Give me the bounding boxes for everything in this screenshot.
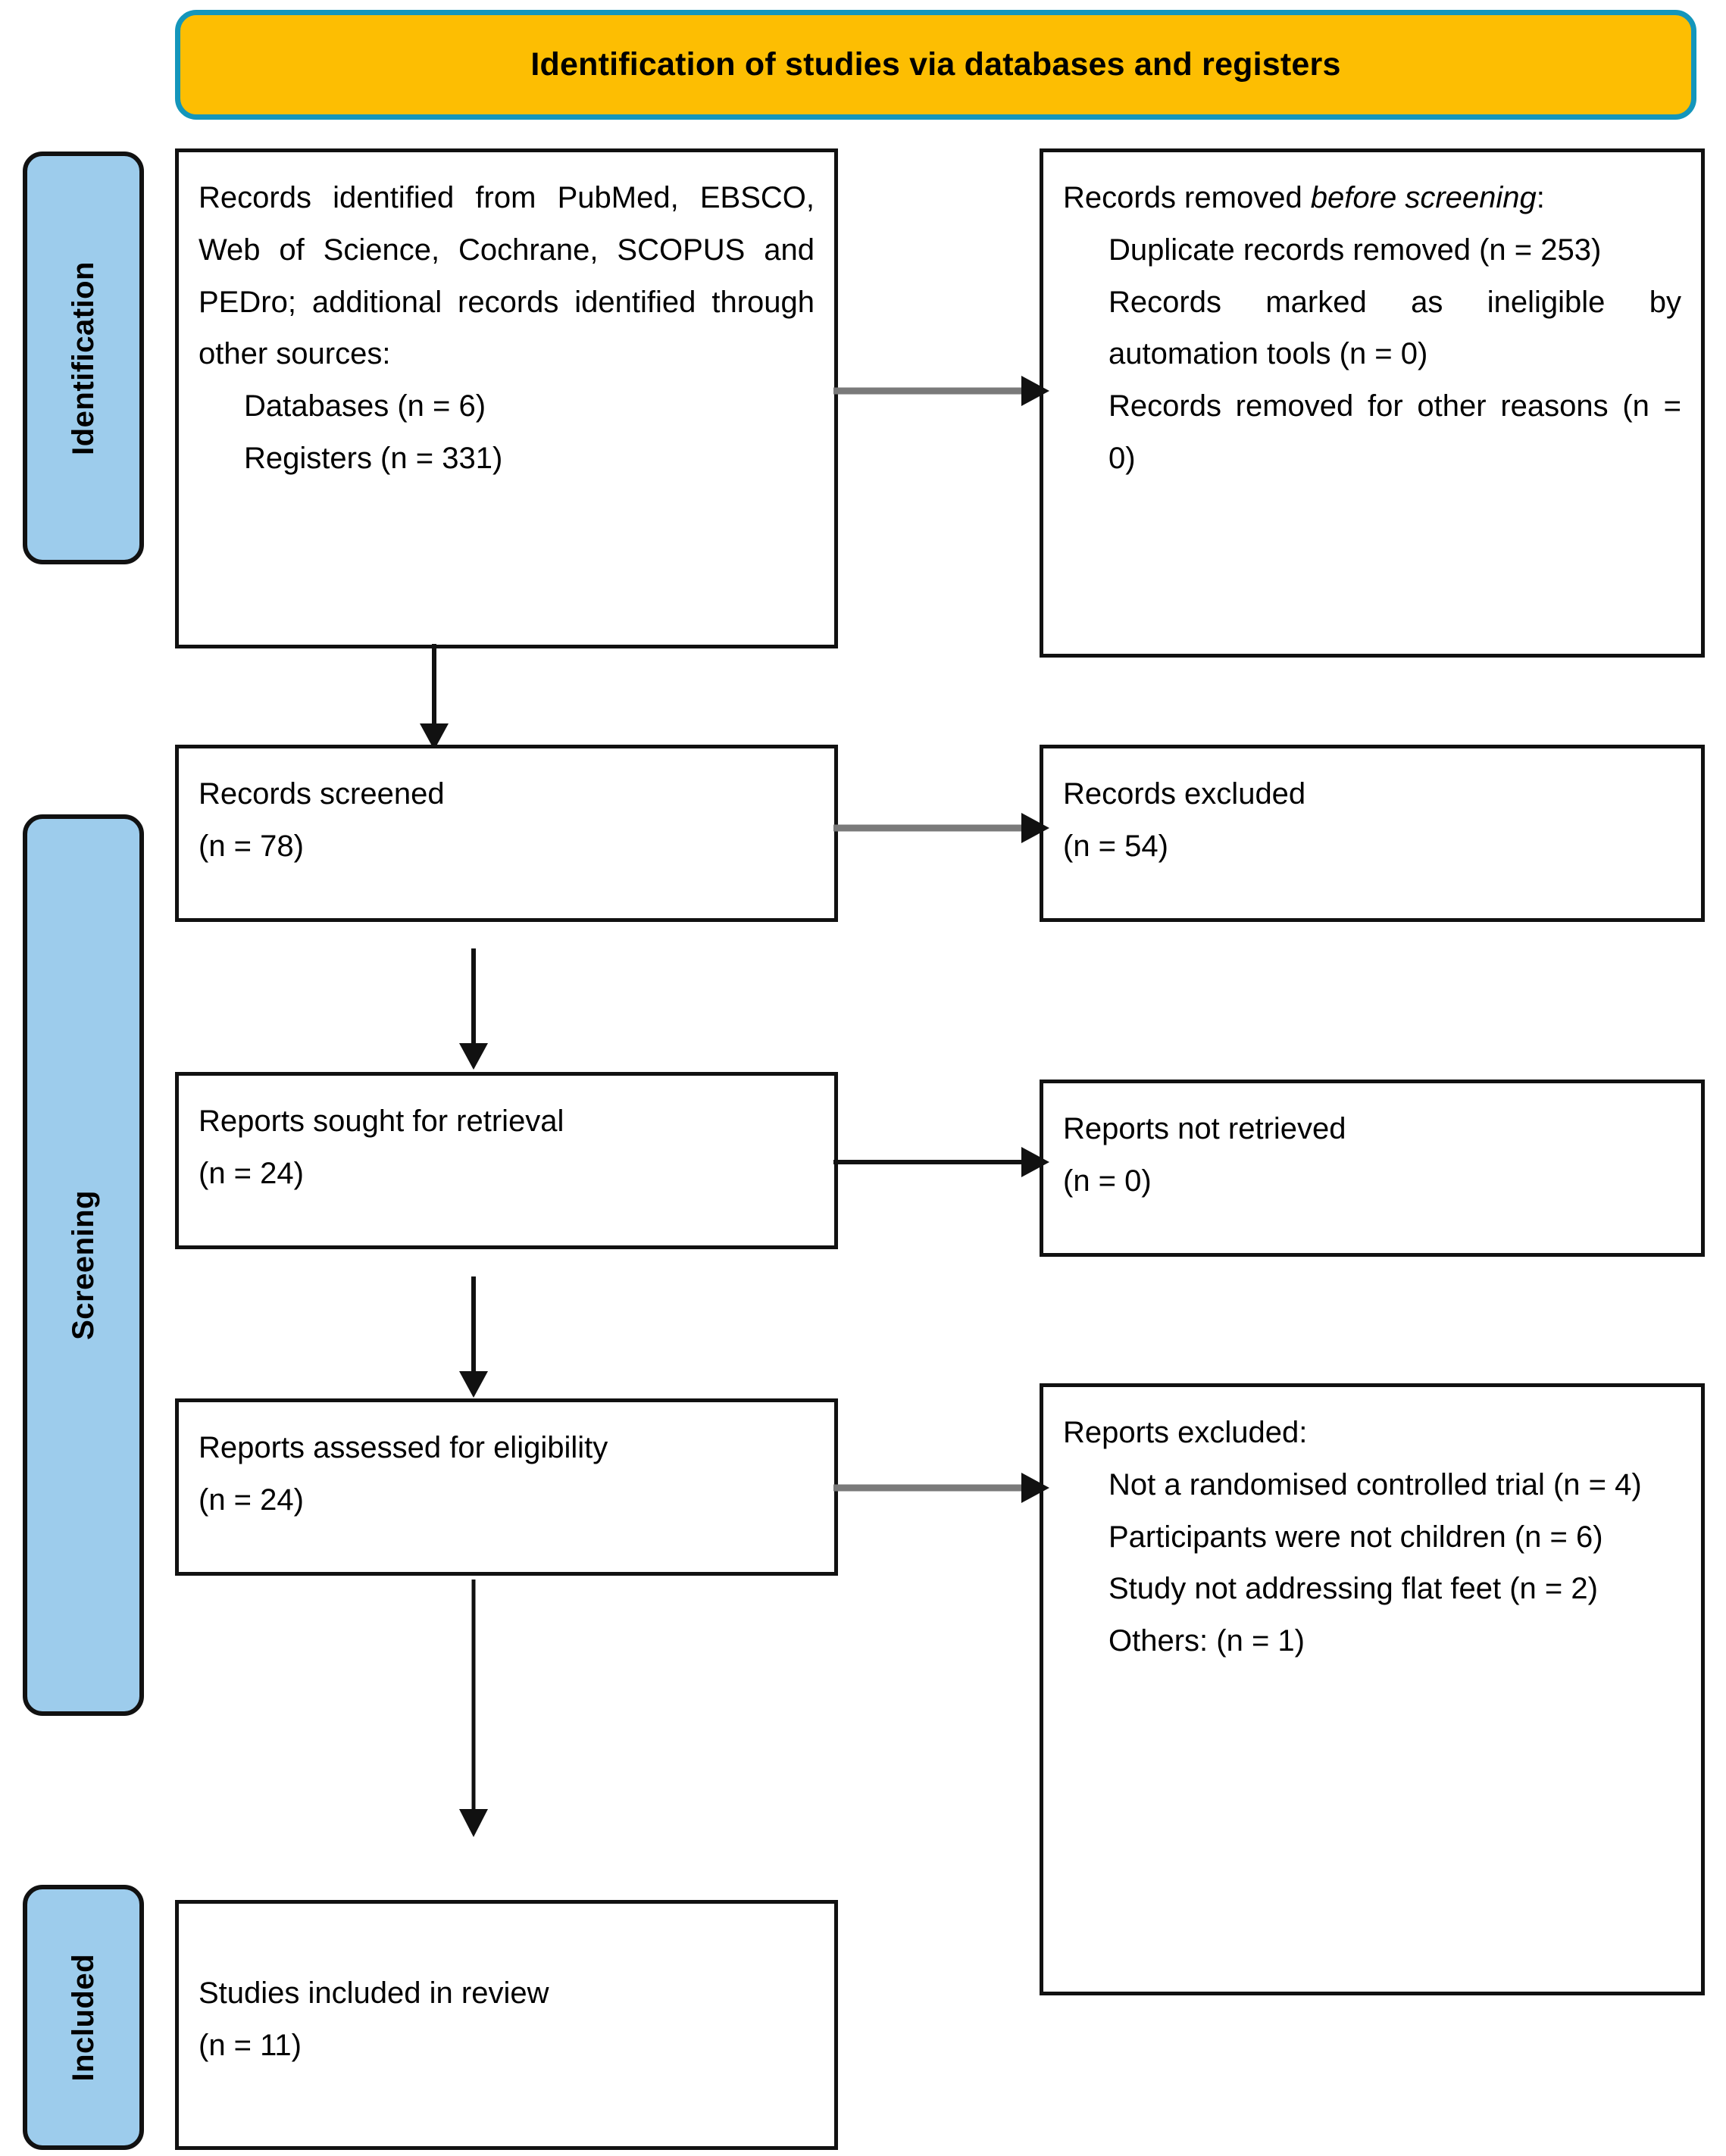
reports-excluded-heading: Reports excluded: [1063, 1416, 1308, 1449]
records-removed-other: Records removed for other reasons (n = 0… [1108, 389, 1681, 475]
reports-assessed-label: Reports assessed for eligibility [199, 1431, 608, 1464]
stage-label-screening: Screening [23, 814, 144, 1716]
box-studies-included: Studies included in review (n = 11) [175, 1900, 838, 2150]
reports-not-retrieved-label: Reports not retrieved [1063, 1112, 1346, 1145]
reports-assessed-count: (n = 24) [199, 1483, 304, 1517]
stage-label-identification: Identification [23, 152, 144, 564]
stage-label-included-text: Included [66, 1953, 100, 2082]
box-reports-excluded: Reports excluded: Not a randomised contr… [1040, 1383, 1705, 1995]
stage-label-identification-text: Identification [66, 261, 100, 455]
arrow-assessed-to-included [452, 1580, 495, 1837]
diagram-header-banner: Identification of studies via databases … [175, 10, 1696, 120]
reports-sought-count: (n = 24) [199, 1156, 304, 1190]
arrow-screened-to-excluded [833, 808, 1049, 848]
records-removed-heading: Records removed before screening: [1063, 172, 1681, 224]
records-removed-duplicates: Duplicate records removed (n = 253) [1108, 233, 1602, 267]
box-records-removed-before-screening: Records removed before screening: Duplic… [1040, 148, 1705, 658]
arrow-identified-to-removed [833, 371, 1049, 411]
arrow-screened-to-sought [452, 948, 495, 1070]
arrow-sought-to-assessed [452, 1276, 495, 1398]
records-removed-heading-italic: before screening [1310, 181, 1537, 214]
records-identified-databases: Databases (n = 6) [244, 389, 486, 423]
box-records-excluded: Records excluded (n = 54) [1040, 745, 1705, 922]
reports-excluded-reason-3: Study not addressing flat feet (n = 2) [1108, 1572, 1598, 1606]
reports-excluded-reason-2: Participants were not children (n = 6) [1108, 1520, 1603, 1554]
stage-label-included: Included [23, 1885, 144, 2150]
diagram-title: Identification of studies via databases … [530, 46, 1341, 83]
records-removed-heading-colon: : [1536, 181, 1545, 214]
box-reports-not-retrieved: Reports not retrieved (n = 0) [1040, 1080, 1705, 1257]
records-removed-heading-plain: Records removed [1063, 181, 1311, 214]
studies-included-label: Studies included in review [199, 1976, 549, 2010]
reports-excluded-reason-4: Others: (n = 1) [1108, 1624, 1305, 1658]
box-records-identified: Records identified from PubMed, EBSCO, W… [175, 148, 838, 648]
box-reports-assessed: Reports assessed for eligibility (n = 24… [175, 1398, 838, 1576]
records-removed-ineligible: Records marked as ineligible by automati… [1108, 285, 1681, 371]
records-excluded-label: Records excluded [1063, 777, 1306, 811]
reports-sought-label: Reports sought for retrieval [199, 1105, 564, 1138]
records-identified-intro: Records identified from PubMed, EBSCO, W… [199, 181, 815, 371]
records-screened-label: Records screened [199, 777, 445, 811]
arrow-assessed-to-excluded [833, 1468, 1049, 1508]
reports-not-retrieved-count: (n = 0) [1063, 1164, 1152, 1198]
arrow-identified-to-screened [413, 644, 455, 750]
stage-label-screening-text: Screening [66, 1190, 100, 1340]
reports-excluded-reason-1: Not a randomised controlled trial (n = 4… [1108, 1467, 1642, 1501]
records-excluded-count: (n = 54) [1063, 829, 1168, 863]
arrow-sought-to-not-retrieved [833, 1142, 1049, 1182]
records-identified-registers: Registers (n = 331) [244, 441, 503, 475]
records-screened-count: (n = 78) [199, 829, 304, 863]
box-records-screened: Records screened (n = 78) [175, 745, 838, 922]
box-reports-sought: Reports sought for retrieval (n = 24) [175, 1072, 838, 1249]
studies-included-count: (n = 11) [199, 2028, 302, 2062]
